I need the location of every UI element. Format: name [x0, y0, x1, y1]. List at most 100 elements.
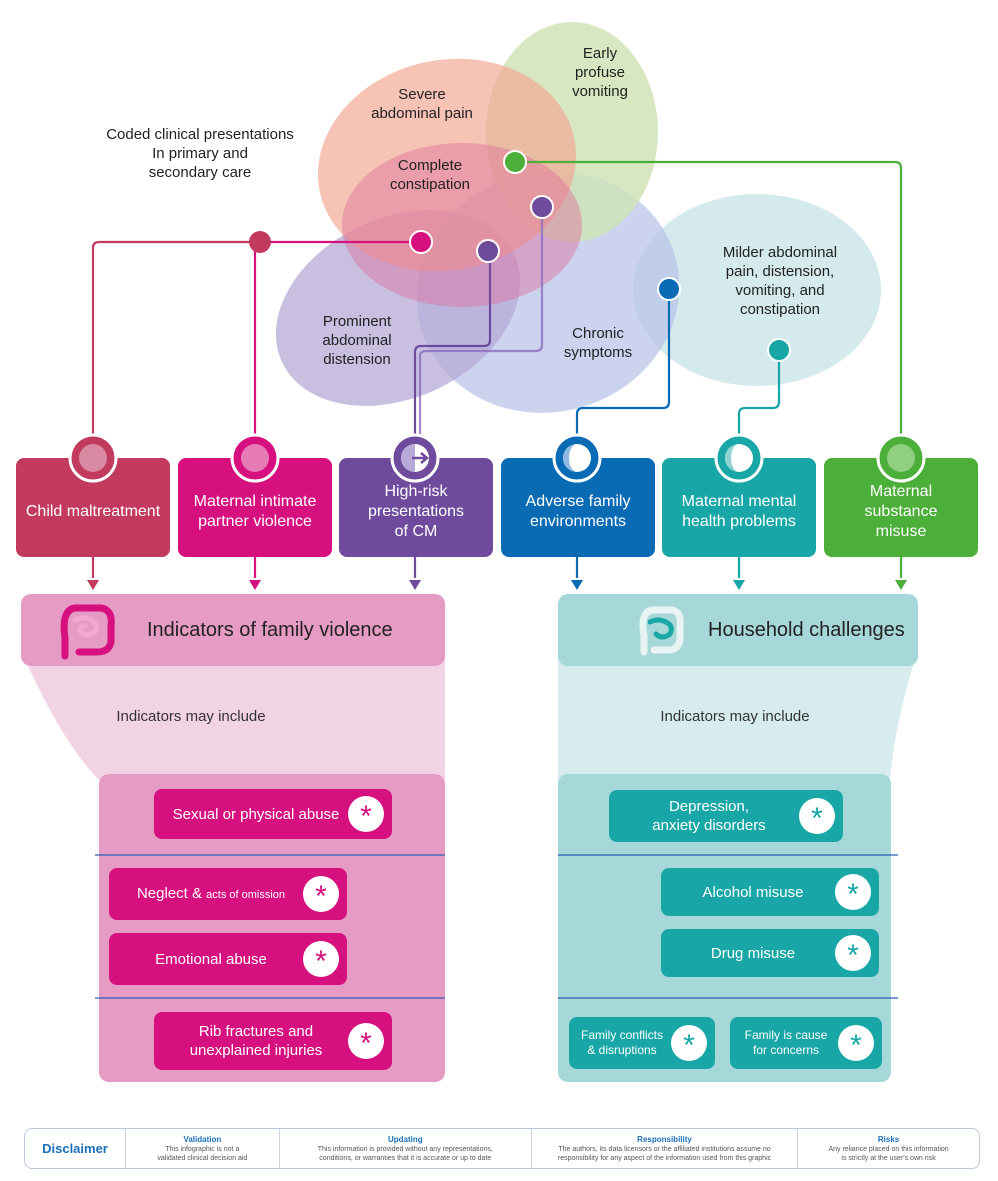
asterisk-icon: * — [835, 874, 871, 910]
intestine-icon — [639, 606, 684, 656]
category-high-risk: High-risk presentations of CM — [339, 458, 493, 557]
indicator-label: Alcohol misuse — [702, 883, 804, 901]
disclaimer-text: is strictly at the user's own risk — [841, 1154, 936, 1162]
connector-adverse — [575, 292, 671, 578]
intro-line: secondary care — [148, 164, 252, 181]
text-line: Milder abdominal — [722, 244, 838, 261]
text-line: Depression, — [668, 798, 750, 815]
text-line: abdominal — [322, 332, 392, 349]
indicator-label: Rib fractures and unexplained injuries — [154, 1022, 348, 1060]
category-label: Child maltreatment — [25, 502, 161, 520]
text-line: constipation — [739, 301, 821, 318]
disclaimer-heading: Validation — [183, 1134, 222, 1144]
dot-mental — [767, 338, 791, 362]
indicator-sexual-physical-abuse: Sexual or physical abuse * — [154, 789, 392, 839]
ellipse-milder — [633, 194, 881, 386]
dot-high-risk — [476, 239, 500, 263]
label-milder: Milder abdominal pain, distension, vomit… — [705, 243, 855, 319]
disclaimer-text: Any reliance placed on this information — [828, 1145, 949, 1153]
left-panel-header: Indicators of family violence — [21, 594, 445, 666]
arrow-1 — [87, 580, 99, 590]
category-intimate-partner-violence: Maternal intimate partner violence — [178, 458, 332, 557]
left-panel-title: Indicators of family violence — [147, 618, 393, 641]
label-distension: Prominent abdominal distension — [295, 312, 419, 369]
category-label: Adverse family — [525, 492, 631, 510]
label-constipation: Complete constipation — [360, 156, 500, 194]
indicator-label: Depression, anxiety disorders — [609, 797, 799, 835]
text-line: vomiting, and — [735, 282, 825, 299]
intro-label: Coded clinical presentations In primary … — [90, 125, 310, 182]
disclaimer-text: conditions, or warranties that it is acc… — [319, 1154, 492, 1162]
category-label: Maternal — [869, 482, 933, 500]
asterisk-icon: * — [303, 941, 339, 977]
dot-child — [249, 231, 271, 253]
text-line: Early — [582, 45, 618, 62]
text-line: & disruptions — [587, 1043, 657, 1057]
disclaimer-text: validated clinical decision aid — [157, 1154, 248, 1162]
asterisk-icon: * — [348, 1023, 384, 1059]
text-line: constipation — [389, 176, 471, 193]
neglect-small-text: acts of omission — [206, 888, 286, 901]
disclaimer-updating: Updating This information is provided wi… — [280, 1129, 532, 1168]
text-line: anxiety disorders — [652, 817, 766, 834]
connector-mental — [737, 350, 781, 578]
left-panel-body — [99, 774, 445, 1082]
text-line: vomiting — [572, 83, 628, 100]
intestine-icon — [60, 604, 115, 660]
category-label: High-risk — [384, 482, 448, 500]
text-line: abdominal pain — [371, 105, 473, 122]
category-label: partner violence — [198, 512, 312, 530]
indicator-label: Neglect & acts of omission — [109, 884, 303, 905]
text-line: Family conflicts — [580, 1028, 663, 1042]
category-label: of CM — [394, 522, 438, 540]
asterisk-icon: * — [835, 935, 871, 971]
indicator-drug-misuse: Drug misuse * — [661, 929, 879, 977]
disclaimer-text: responsibility for any aspect of the inf… — [557, 1154, 772, 1162]
connector-high-risk — [413, 254, 492, 578]
disclaimer-heading: Risks — [877, 1134, 900, 1144]
arrow-6 — [895, 580, 907, 590]
disclaimer-heading: Responsibility — [637, 1134, 692, 1144]
text-line: Chronic — [572, 325, 624, 342]
indicator-family-concerns: Family is cause for concerns * — [730, 1017, 882, 1069]
category-label: Maternal mental — [681, 492, 797, 510]
indicator-label: Sexual or physical abuse — [172, 805, 340, 823]
asterisk-icon: * — [838, 1025, 874, 1061]
intro-line: Coded clinical presentations — [106, 126, 294, 143]
text-line: Family is cause — [744, 1028, 828, 1042]
disclaimer-text: The authors, its data licensors or the a… — [558, 1145, 771, 1153]
indicator-family-conflicts: Family conflicts & disruptions * — [569, 1017, 715, 1069]
text-line: unexplained injuries — [189, 1042, 323, 1059]
category-label: substance — [864, 502, 938, 520]
intro-line: In primary and — [152, 145, 248, 162]
disclaimer-title: Disclaimer — [25, 1129, 126, 1168]
indicator-rib-fractures: Rib fractures and unexplained injuries * — [154, 1012, 392, 1070]
arrow-5 — [733, 580, 745, 590]
left-panel-funnel — [21, 650, 445, 780]
indicator-label: Emotional abuse — [155, 950, 267, 968]
category-label: presentations — [367, 502, 465, 520]
text-line: distension — [323, 351, 391, 368]
asterisk-icon: * — [348, 796, 384, 832]
arrow-4 — [571, 580, 583, 590]
connector-child-maltreatment — [91, 240, 258, 578]
disclaimer-validation: Validation This infographic is not a val… — [126, 1129, 280, 1168]
text-line: profuse — [574, 64, 626, 81]
indicator-label: Drug misuse — [710, 944, 796, 962]
connector-high-risk-2 — [418, 210, 544, 462]
text-line: Severe — [398, 86, 446, 103]
label-chronic: Chronic symptoms — [548, 324, 648, 362]
left-panel-subtitle: Indicators may include — [116, 708, 266, 725]
right-panel-body — [558, 774, 891, 1082]
text-line: Prominent — [322, 313, 392, 330]
ellipse-constipation — [342, 143, 582, 307]
text-line: Rib fractures and — [198, 1023, 314, 1040]
category-label: Maternal intimate — [193, 492, 317, 510]
right-panel-subtitle: Indicators may include — [660, 708, 810, 725]
disclaimer-responsibility: Responsibility The authors, its data lic… — [532, 1129, 799, 1168]
dot-ipv — [409, 230, 433, 254]
category-label: environments — [529, 512, 627, 530]
text-line: Complete — [397, 157, 463, 174]
